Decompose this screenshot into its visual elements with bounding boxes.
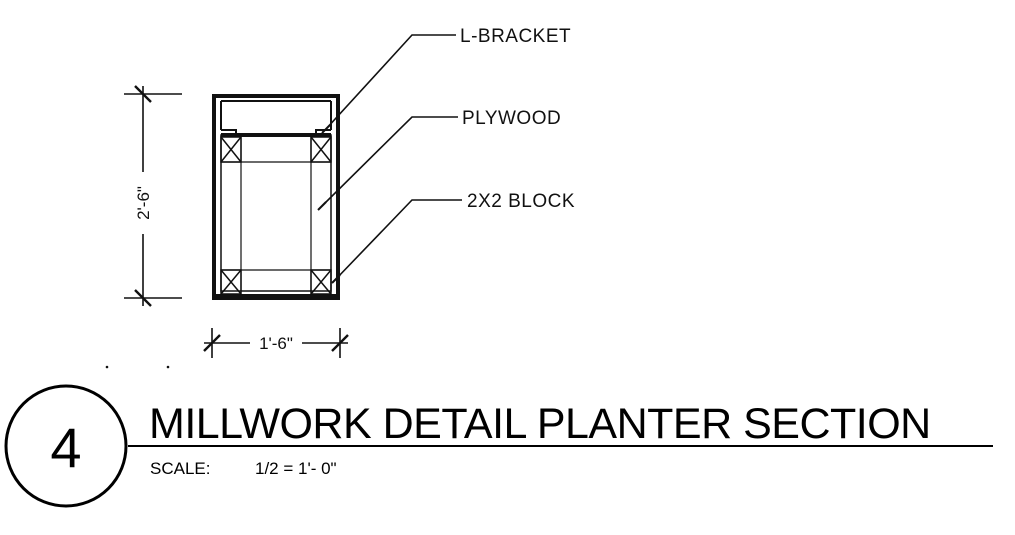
plywood-liner [220,134,332,292]
block-bottom-left [220,269,242,295]
detail-number: 4 [50,416,81,479]
title-block: 4 MILLWORK DETAIL PLANTER SECTION SCALE:… [4,384,993,508]
leader-plywood [321,116,458,207]
dimension-height: 2'-6" [134,186,153,220]
planter-outer-wall [212,94,340,300]
block-top-left [220,136,242,163]
detail-number-bubble [4,384,128,508]
callout-l-bracket: L-BRACKET [460,26,571,47]
stray-dot-right [166,365,170,369]
callout-2x2-block: 2X2 BLOCK [467,191,575,212]
planter-body [212,94,340,300]
hdim-tick-right [331,334,349,352]
stray-dot-left [105,365,109,369]
leader-ticks [317,124,341,284]
l-bracket-left [221,129,237,135]
leader-block [335,199,462,280]
block-top-right [310,136,332,163]
scale-label: SCALE: [150,459,210,478]
dimension-width: 1'-6" [259,334,293,353]
vertical-dimension [124,85,182,307]
callout-plywood: PLYWOOD [462,108,561,129]
block-bottom-right [310,269,332,295]
drawing-title: MILLWORK DETAIL PLANTER SECTION [149,400,931,448]
vdim-tick-bottom [134,289,152,307]
leader-l-bracket [325,34,456,130]
vdim-tick-top [134,85,152,103]
callout-leaders [321,34,462,280]
horizontal-dimension [203,328,349,358]
hdim-tick-left [203,334,221,352]
scale-value: 1/2 = 1'- 0" [255,459,337,478]
